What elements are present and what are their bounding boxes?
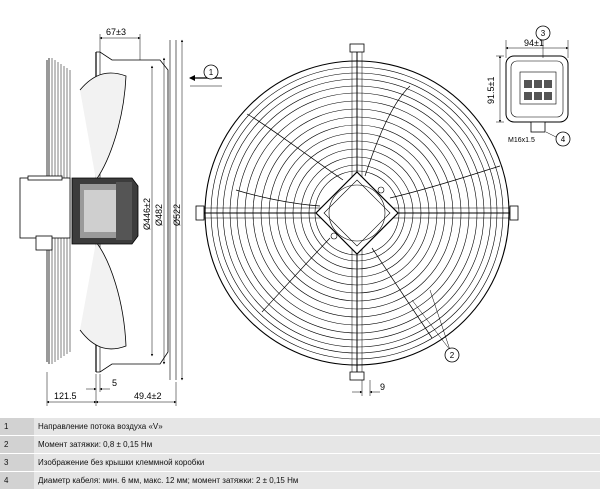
- dim-top-offset: 67±3: [106, 27, 126, 37]
- callout-1: 1: [203, 64, 219, 80]
- dim-cable-gland: M16x1.5: [508, 137, 535, 144]
- svg-text:4: 4: [561, 135, 566, 144]
- svg-text:2: 2: [450, 351, 455, 360]
- legend-row: 2 Момент затяжки: 0,8 ± 0,15 Нм: [0, 435, 600, 454]
- callout-4: 4: [555, 131, 571, 147]
- front-view: [195, 43, 519, 396]
- legend-row: 4 Диаметр кабеля: мин. 6 мм, макс. 12 мм…: [0, 471, 600, 489]
- terminal-box-view: [496, 40, 569, 139]
- dim-mid-width: 5: [112, 378, 117, 388]
- dim-diam-mid: Ø482: [154, 204, 164, 226]
- legend-text: Изображение без крышки клеммной коробки: [34, 453, 600, 472]
- legend-text: Диаметр кабеля: мин. 6 мм, макс. 12 мм; …: [34, 471, 600, 489]
- legend-text: Направление потока воздуха «V»: [34, 417, 600, 436]
- callout-3: 3: [535, 25, 551, 41]
- svg-text:1: 1: [209, 68, 214, 77]
- side-view: [19, 34, 222, 406]
- dim-box-height: 91.5±1: [486, 77, 496, 104]
- legend-table: 1 Направление потока воздуха «V» 2 Момен…: [0, 417, 600, 489]
- dim-grille-gap: 9: [380, 382, 385, 392]
- legend-num: 1: [0, 417, 34, 436]
- technical-drawing: 67±3 Ø446±2 Ø482 Ø522 121.5 5 49.4±2 1: [19, 25, 571, 406]
- legend-row: 1 Направление потока воздуха «V»: [0, 417, 600, 436]
- dim-left-width: 121.5: [54, 391, 77, 401]
- legend-text: Момент затяжки: 0,8 ± 0,15 Нм: [34, 435, 600, 454]
- legend-num: 4: [0, 471, 34, 489]
- dim-box-width: 94±1: [524, 38, 544, 48]
- callout-2: 2: [444, 347, 460, 363]
- dim-diam-inner: Ø446±2: [142, 198, 152, 230]
- legend-row: 3 Изображение без крышки клеммной коробк…: [0, 453, 600, 472]
- dim-right-width: 49.4±2: [134, 391, 161, 401]
- legend-num: 2: [0, 435, 34, 454]
- svg-text:3: 3: [541, 29, 546, 38]
- dim-diam-outer: Ø522: [172, 204, 182, 226]
- legend-num: 3: [0, 453, 34, 472]
